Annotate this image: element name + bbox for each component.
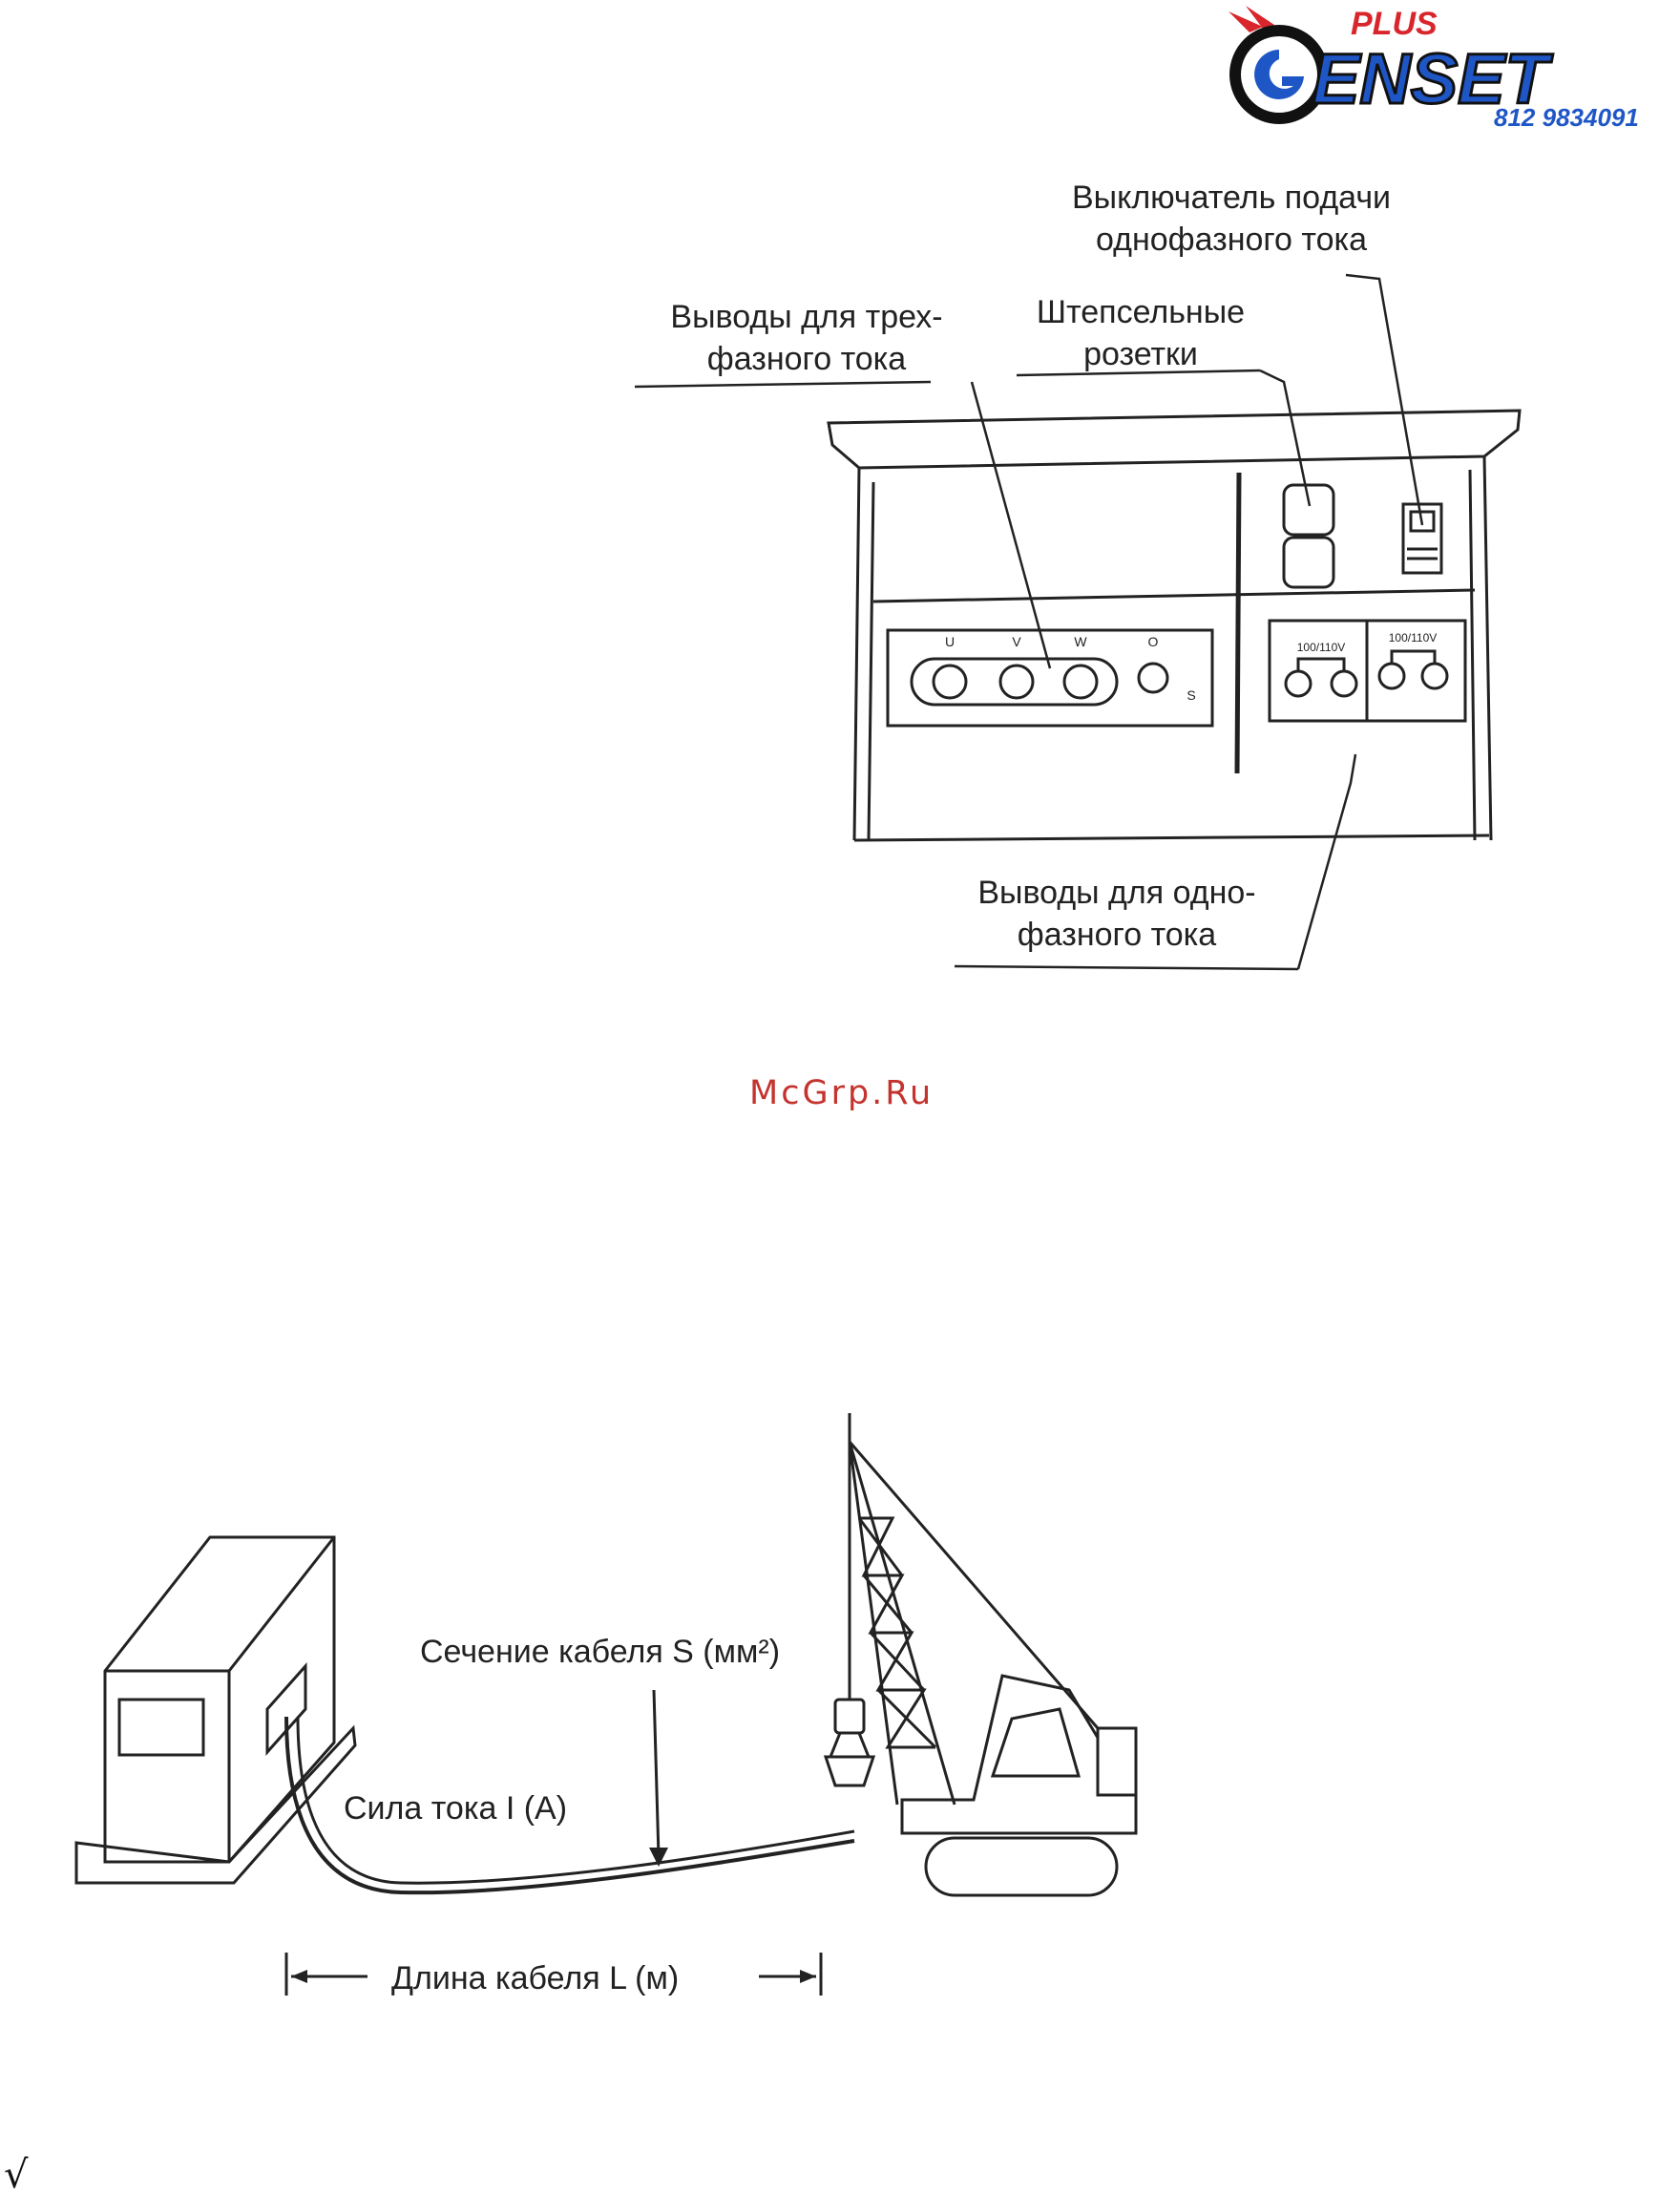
label-cross-section: Сечение кабеля S (мм²) — [420, 1631, 780, 1673]
label-three-phase-outputs-line1: Выводы для трех- — [644, 296, 969, 338]
cable-drawing — [0, 1413, 1680, 2034]
terminal-o-label: O — [1148, 634, 1159, 649]
terminal-w-label: W — [1074, 634, 1087, 649]
panel-drawing: U V W O S 100/110V 100/110V — [0, 0, 1680, 1050]
label-current: Сила тока I (A) — [344, 1787, 567, 1829]
sqrt-symbol: √ — [4, 2153, 29, 2197]
label-three-phase-outputs-line2: фазного тока — [644, 338, 969, 380]
label-single-phase-outputs-line2: фазного тока — [945, 914, 1289, 956]
label-three-phase-outputs: Выводы для трех- фазного тока — [644, 296, 969, 380]
terminal-v-label: V — [1012, 634, 1021, 649]
label-single-phase-outputs-line1: Выводы для одно- — [945, 872, 1289, 914]
label-single-phase-switch: Выключатель подачи однофазного тока — [1040, 177, 1422, 261]
cable-diagram — [0, 1413, 1680, 2034]
label-single-phase-switch-line2: однофазного тока — [1040, 219, 1422, 261]
label-sockets: Штепсельные розетки — [1017, 291, 1265, 375]
terminal-u-label: U — [945, 634, 955, 649]
label-single-phase-outputs: Выводы для одно- фазного тока — [945, 872, 1289, 956]
panel-diagram: U V W O S 100/110V 100/110V — [0, 0, 1680, 1050]
voltage-left-label: 100/110V — [1297, 641, 1346, 654]
label-sockets-line1: Штепсельные — [1017, 291, 1265, 333]
voltage-right-label: 100/110V — [1389, 631, 1438, 644]
terminal-ground-label: S — [1186, 687, 1195, 703]
label-single-phase-switch-line1: Выключатель подачи — [1040, 177, 1422, 219]
label-sockets-line2: розетки — [1017, 333, 1265, 375]
label-length: Длина кабеля L (м) — [391, 1957, 679, 1999]
watermark-text: McGrp.Ru — [749, 1074, 934, 1112]
